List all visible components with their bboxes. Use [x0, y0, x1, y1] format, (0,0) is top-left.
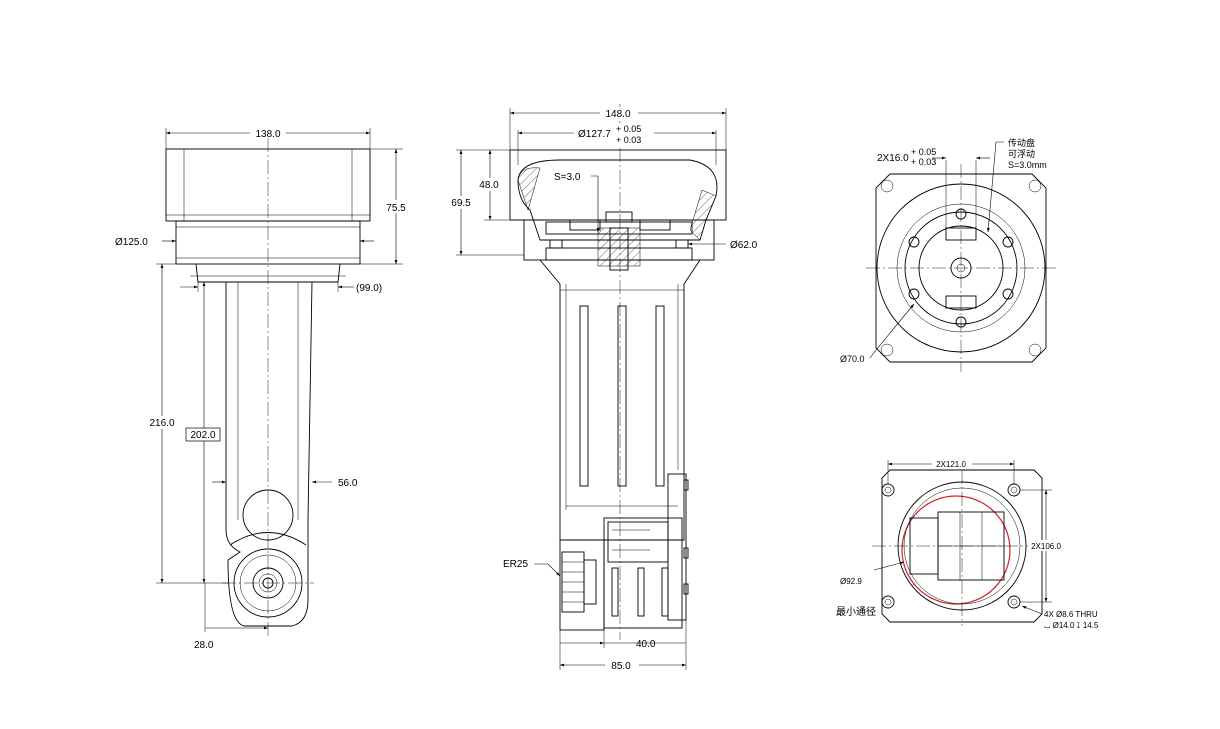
dim-diameter-70: Ø70.0 — [840, 354, 865, 364]
note-drive-disc: 传动盘 — [1008, 137, 1035, 149]
note-holes-thru: 4X Ø8.6 THRU — [1044, 610, 1098, 619]
dim-width-138: 138.0 — [255, 129, 280, 140]
bottom-view: 2X121.0 2X106.0 Ø92.9 最小通径 4X Ø8.6 THRU … — [836, 458, 1099, 630]
dim-width-40: 40.0 — [636, 639, 656, 650]
dim-bore-127: Ø127.7 — [578, 129, 611, 140]
dim-arm-56: 56.0 — [338, 478, 358, 489]
dim-diameter-92: Ø92.9 — [840, 577, 862, 586]
section-view: 148.0 Ø127.7 + 0.05 + 0.03 48.0 69.5 S=3… — [446, 104, 758, 672]
dim-pitch-y: 2X106.0 — [1031, 542, 1061, 551]
dim-offset-99: (99.0) — [356, 283, 382, 294]
dim-width-148: 148.0 — [605, 109, 630, 120]
dim-width-85: 85.0 — [611, 661, 631, 672]
label-min-bore: 最小通径 — [836, 605, 876, 618]
note-floating: 可浮动 — [1008, 148, 1035, 160]
dim-diameter-62: Ø62.0 — [730, 240, 758, 251]
front-view: 138.0 75.5 Ø125.0 (99.0) 216.0 202.0 56.… — [115, 126, 414, 651]
note-stroke: S=3.0mm — [1008, 160, 1047, 170]
dim-pitch-x: 2X121.0 — [936, 460, 966, 469]
dim-slots-16: 2X16.0 — [877, 153, 909, 164]
dim-bottom-28: 28.0 — [194, 640, 214, 651]
dim-height-69: 69.5 — [451, 198, 471, 209]
label-collet-er25: ER25 — [503, 559, 528, 570]
note-holes-counterbore: ⌴ Ø14.0 ↧ 14.5 — [1044, 621, 1099, 630]
dim-diameter-125: Ø125.0 — [115, 237, 148, 248]
dim-bore-tol-lower: + 0.03 — [616, 135, 641, 145]
dim-bore-tol-upper: + 0.05 — [616, 124, 641, 134]
dim-length-216: 216.0 — [149, 418, 174, 429]
dim-length-202: 202.0 — [190, 430, 215, 441]
label-float-section: S=3.0 — [554, 172, 581, 183]
dim-height-48: 48.0 — [479, 180, 499, 191]
dim-slots-tol-upper: + 0.05 — [911, 147, 936, 157]
dim-slots-tol-lower: + 0.03 — [911, 157, 936, 167]
top-view: 2X16.0 + 0.05 + 0.03 传动盘 可浮动 S=3.0mm Ø70… — [840, 137, 1056, 372]
dim-height-75: 75.5 — [386, 203, 406, 214]
